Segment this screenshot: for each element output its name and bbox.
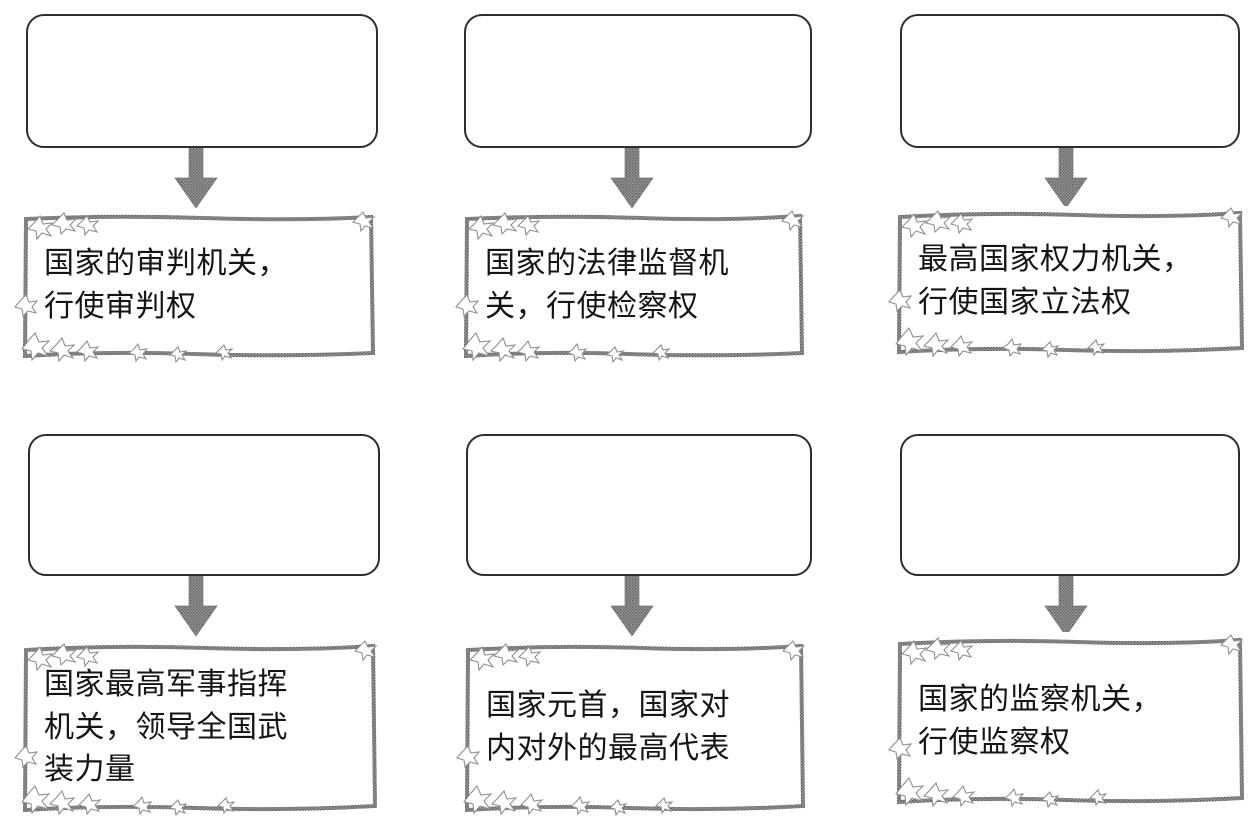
caption-box-4: 国家最高军事指挥 机关，领导全国武 装力量 xyxy=(14,638,384,818)
caption-text-3: 最高国家权力机关， 行使国家立法权 xyxy=(918,243,1193,319)
blank-answer-box-3[interactable] xyxy=(900,14,1240,148)
caption-text-6: 国家的监察机关， 行使监察权 xyxy=(918,683,1162,759)
caption-box-6: 国家的监察机关， 行使监察权 xyxy=(888,632,1250,812)
down-arrow-icon-4 xyxy=(172,576,220,638)
caption-box-3: 最高国家权力机关， 行使国家立法权 xyxy=(888,206,1250,358)
blank-answer-box-6[interactable] xyxy=(900,434,1240,576)
down-arrow-icon-1 xyxy=(172,148,220,210)
caption-box-1: 国家的审判机关， 行使审判权 xyxy=(14,209,382,363)
down-arrow-icon-3 xyxy=(1042,148,1090,210)
down-arrow-icon-6 xyxy=(1042,576,1090,638)
caption-text-1: 国家的审判机关， 行使审判权 xyxy=(44,247,288,323)
caption-text-2: 国家的法律监督机 关，行使检察权 xyxy=(485,247,729,323)
caption-box-2: 国家的法律监督机 关，行使检察权 xyxy=(455,209,811,363)
caption-box-5: 国家元首，国家对 内对外的最高代表 xyxy=(456,638,812,818)
blank-answer-box-4[interactable] xyxy=(28,434,380,576)
blank-answer-box-5[interactable] xyxy=(466,434,812,576)
caption-text-4: 国家最高军事指挥 机关，领导全国武 装力量 xyxy=(44,668,288,787)
blank-answer-box-2[interactable] xyxy=(464,14,812,148)
caption-text-5: 国家元首，国家对 内对外的最高代表 xyxy=(486,689,730,765)
blank-answer-box-1[interactable] xyxy=(26,14,378,148)
down-arrow-icon-2 xyxy=(608,148,656,210)
down-arrow-icon-5 xyxy=(608,576,656,638)
